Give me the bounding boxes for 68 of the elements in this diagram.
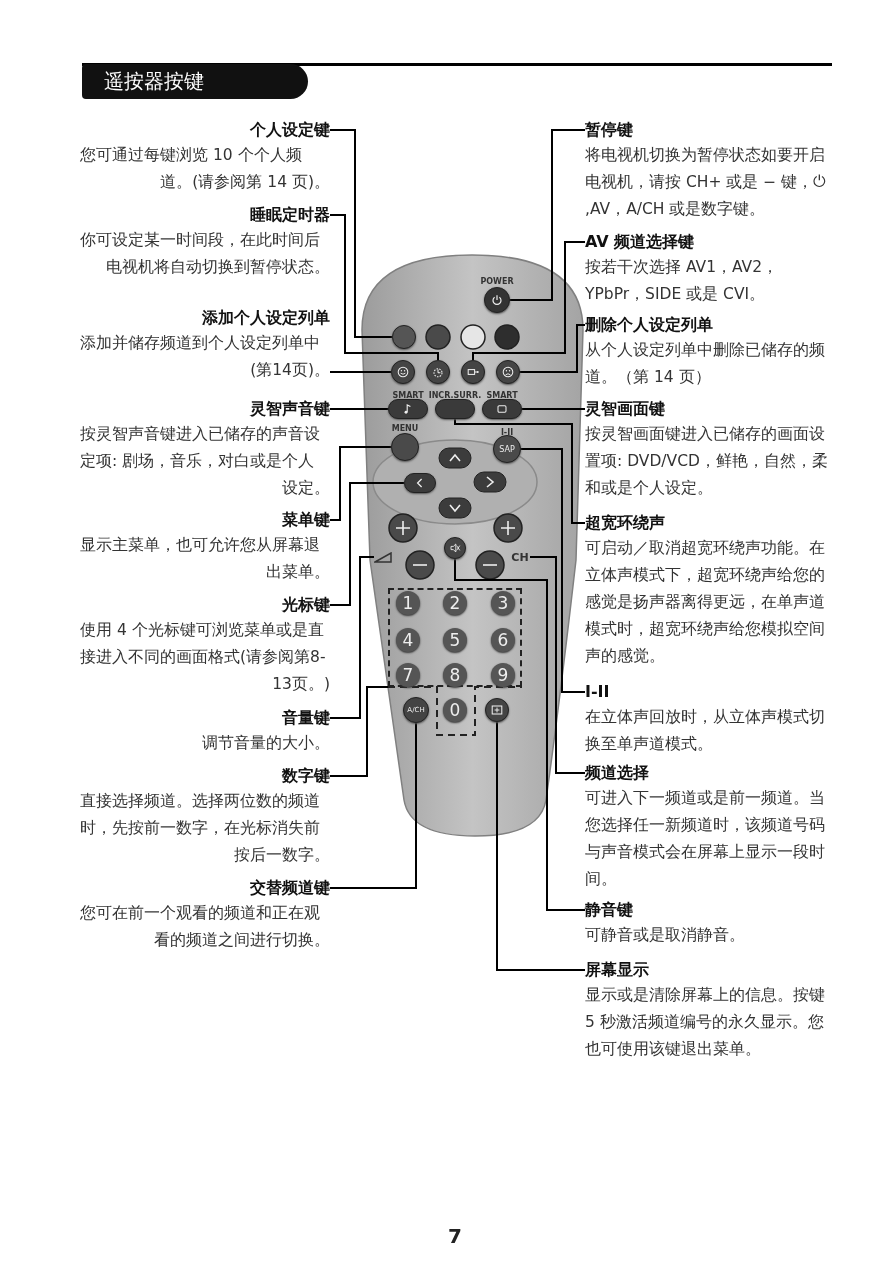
key-label: I-II xyxy=(500,427,514,437)
leader-line xyxy=(329,446,392,521)
leader-line xyxy=(329,129,393,338)
callout-description: 显示或是清除屏幕上的信息。按键 5 秒激活频道编号的永久显示。您也可使用该键退出菜单。 xyxy=(585,985,826,1060)
callout-description: 您可在前一个观看的频道和正在观看的频道之间进行切换。 xyxy=(80,903,330,951)
callout-heading: 睡眠定时器 xyxy=(249,204,330,226)
callout-description: 你可设定某一时间段，在此时间后电视机将自动切换到暂停状态。 xyxy=(80,230,330,278)
key-label: SMART xyxy=(392,390,424,400)
callout-heading: 超宽环绕声 xyxy=(585,512,666,534)
key-label: SMART xyxy=(486,390,518,400)
leader-line xyxy=(329,408,389,410)
callout-description: 按灵智画面键进入已储存的画面设置项: DVD/VCD，鲜艳，自然，柔和或是个人设定。 xyxy=(585,424,829,499)
leader-line xyxy=(329,556,375,719)
callout-heading: 频道选择 xyxy=(585,762,650,784)
number-keypad-outline xyxy=(388,588,522,687)
callout-heading: 删除个人设定列单 xyxy=(585,314,714,336)
callout-heading: 菜单键 xyxy=(281,509,330,531)
leader-line xyxy=(509,129,586,301)
key-label: CH xyxy=(510,550,530,564)
leader-line xyxy=(472,241,586,361)
callout-heading: 屏幕显示 xyxy=(585,959,650,981)
callout-heading: 灵智画面键 xyxy=(585,398,666,420)
callout-heading: 静音键 xyxy=(585,899,634,921)
leader-line xyxy=(520,448,586,693)
key-label: INCR.SURR. xyxy=(428,390,482,400)
key-label: POWER xyxy=(480,276,514,286)
key-label: MENU xyxy=(391,423,419,433)
callout-description: 您可通过每键浏览 10 个个人频道。(请参阅第 14 页)。 xyxy=(80,145,330,193)
leader-line xyxy=(329,482,405,606)
leader-line xyxy=(329,722,417,889)
volume-symbol xyxy=(374,551,392,563)
leader-line xyxy=(529,556,586,774)
leader-line xyxy=(329,686,389,777)
callout-description: 添加并储存频道到个人设定列单中(第14页)。 xyxy=(80,333,330,381)
callout-description: 使用 4 个光标键可浏览菜单或是直接进入不同的画面格式(请参阅第8-13页。) xyxy=(80,620,330,695)
page-number: 7 xyxy=(447,1224,463,1248)
callout-description: 显示主菜单，也可允许您从屏幕退出菜单。 xyxy=(80,535,330,583)
callout-heading: 添加个人设定列单 xyxy=(201,307,330,329)
callout-heading: AV 频道选择键 xyxy=(585,231,696,253)
callout-description: 将电视机切换为暂停状态如要开启电视机，请按 CH+ 或是 − 键，⏻ ,AV，A/CH 或是数字键。 xyxy=(585,145,828,220)
callout-heading: I-II xyxy=(585,681,611,703)
callout-description: 直接选择频道。选择两位数的频道时，先按前一数字，在光标消失前按后一数字。 xyxy=(80,791,330,866)
leader-line xyxy=(519,324,586,373)
leader-line xyxy=(329,214,439,361)
callout-description: 在立体声回放时，从立体声模式切换至单声道模式。 xyxy=(585,707,826,755)
title-tab: 遥按器按键 xyxy=(82,64,308,99)
callout-description: 可启动／取消超宽环绕声功能。在立体声模式下，超宽环绕声给您的感觉是扬声器离得更远，在单声道模式时，超宽环绕声给您模拟空间声的感觉。 xyxy=(585,538,826,667)
leader-line xyxy=(496,721,586,971)
surround-button xyxy=(435,399,475,419)
leader-line xyxy=(454,418,586,524)
picture-button xyxy=(482,399,522,419)
callout-description: 从个人设定列单中删除已储存的频道。（第 14 页） xyxy=(585,340,826,388)
leader-line xyxy=(329,371,392,373)
callout-description: 可静音或是取消静音。 xyxy=(585,925,746,946)
leader-line xyxy=(521,408,586,410)
callout-heading: 灵智声音键 xyxy=(249,398,330,420)
callout-description: 可进入下一频道或是前一频道。当您选择任一新频道时，该频道号码与声音模式会在屏幕上显示一段时间。 xyxy=(585,788,826,890)
callout-heading: 个人设定键 xyxy=(249,119,330,141)
callout-description: 调节音量的大小。 xyxy=(201,733,330,754)
callout-heading: 数字键 xyxy=(281,765,330,787)
callout-description: 按灵智声音键进入已储存的声音设定项: 剧场，音乐，对白或是个人设定。 xyxy=(80,424,330,499)
callout-heading: 音量键 xyxy=(281,707,330,729)
callout-heading: 暂停键 xyxy=(585,119,634,141)
callout-heading: 交替频道键 xyxy=(249,877,330,899)
sound-button xyxy=(388,399,428,419)
callout-description: 按若干次选择 AV1，AV2，YPbPr，SIDE 或是 CVI。 xyxy=(585,257,780,305)
callout-heading: 光标键 xyxy=(281,594,330,616)
leader-line xyxy=(454,558,586,911)
